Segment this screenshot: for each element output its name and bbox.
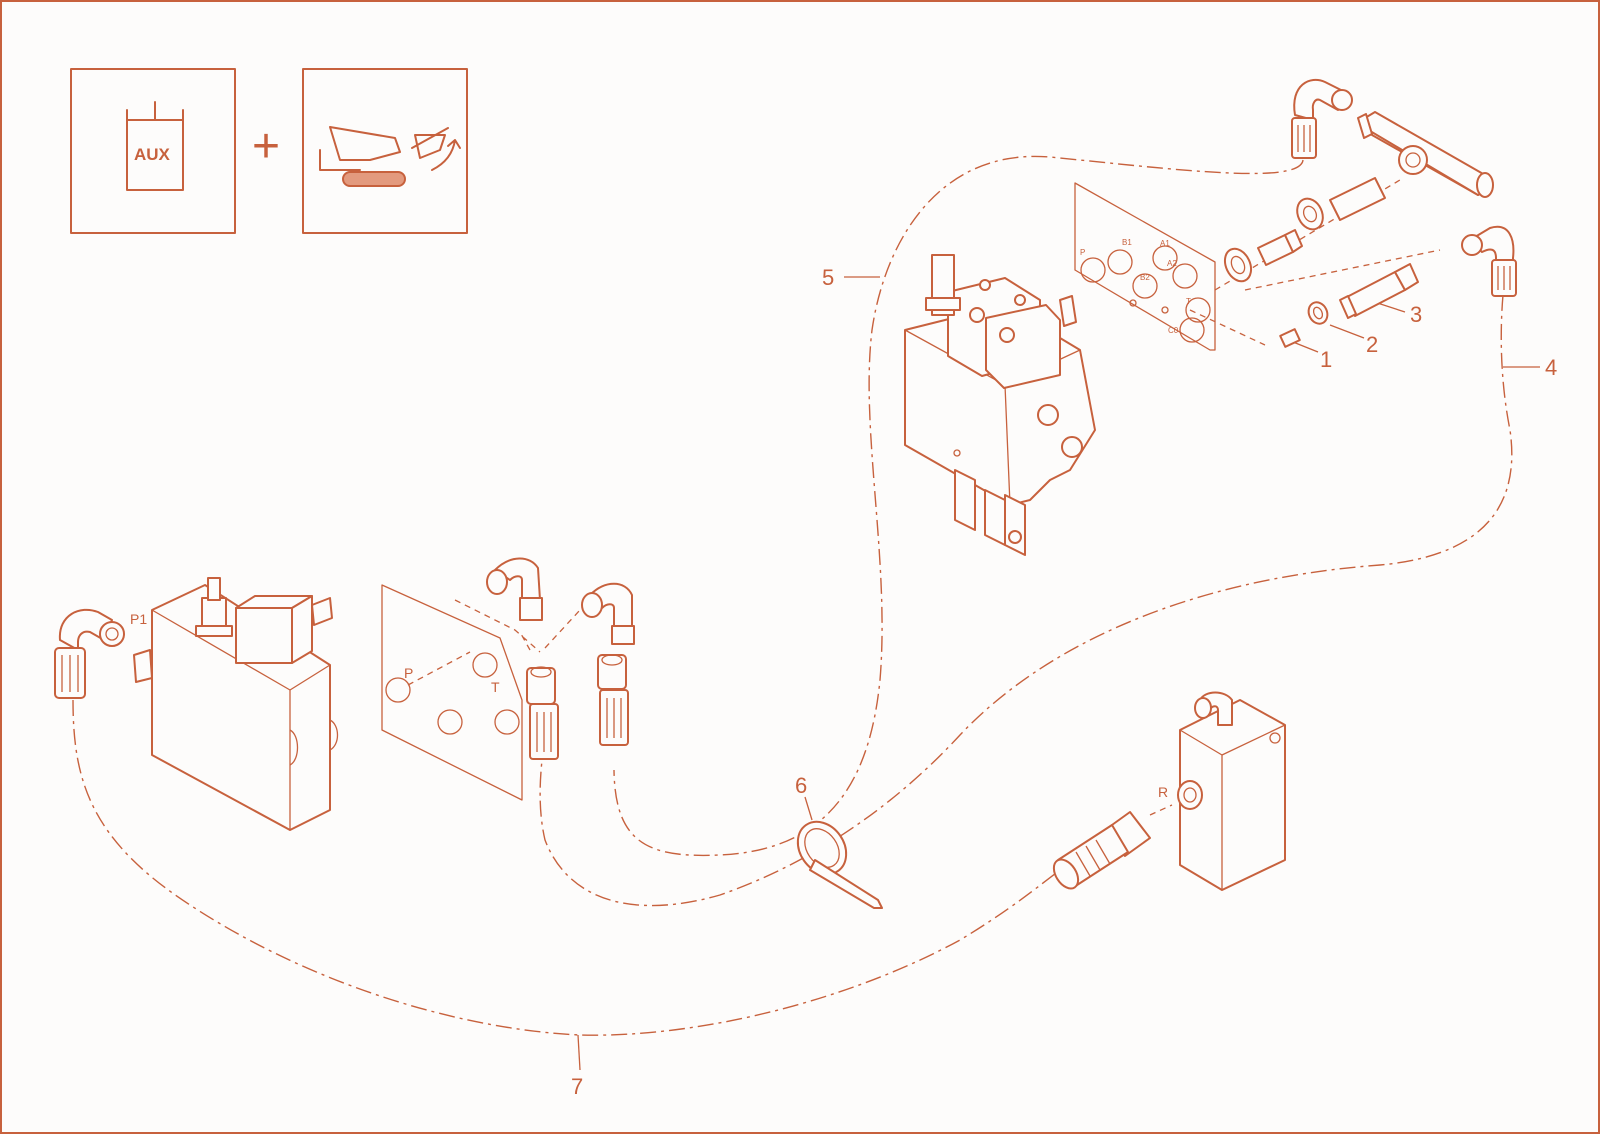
hose-7 [72,699,1061,1036]
p-t-port-plate [381,584,523,801]
adapter-3 [1339,263,1419,319]
svg-text:P: P [1080,248,1085,257]
svg-text:C0: C0 [1168,326,1179,335]
svg-text:A2: A2 [1167,259,1177,268]
elbow-fitting-right [1461,225,1517,297]
port-label-t: T [491,679,500,695]
elbow-fitting-mid-1 [486,557,543,621]
r-hose-end [1052,811,1151,890]
callout-5: 5 [822,265,880,290]
port-label-p: P [404,665,413,681]
port-label-p1: P1 [130,611,147,627]
svg-text:A1: A1 [1160,239,1170,248]
callout-1: 1 [1287,339,1332,372]
plug-1 [1279,328,1301,348]
relief-valve-cartridge [1357,111,1494,198]
aux-label: AUX [134,145,171,164]
callout-6: 6 [795,773,813,821]
legend-dumper-box [302,68,468,234]
cable-tie-6 [796,820,883,909]
svg-text:5: 5 [822,265,834,290]
p1-elbow-fitting [54,608,153,699]
dumper-tipping-icon [319,126,461,187]
svg-text:3: 3 [1410,302,1422,327]
washer-2 [1307,301,1329,325]
callout-2: 2 [1329,324,1378,357]
callout-4: 4 [1503,355,1557,380]
hose-5 [613,155,1304,857]
svg-text:B1: B1 [1122,238,1132,247]
directional-valve [904,254,1096,556]
svg-text:T: T [1186,297,1191,306]
svg-text:4: 4 [1545,355,1557,380]
valve-port-plate: P B1 A1 B2 A2 T C0 [1074,182,1216,351]
p1-valve-block [151,577,339,831]
port-fittings [1223,177,1386,283]
elbow-fitting-top [1291,78,1353,159]
svg-text:6: 6 [795,773,807,798]
hose-end-t [526,666,559,760]
hose-4 [539,294,1513,907]
port-label-r: R [1158,784,1168,800]
legend-aux-box: AUX [70,68,236,234]
svg-text:B2: B2 [1140,273,1150,282]
svg-text:7: 7 [571,1074,583,1099]
hose-end-p [597,654,629,746]
r-valve-block [1177,691,1286,891]
svg-text:1: 1 [1320,347,1332,372]
plus-sign: + [252,120,280,173]
svg-text:2: 2 [1366,332,1378,357]
callout-7: 7 [571,1034,583,1099]
elbow-fitting-mid-2 [581,582,635,645]
